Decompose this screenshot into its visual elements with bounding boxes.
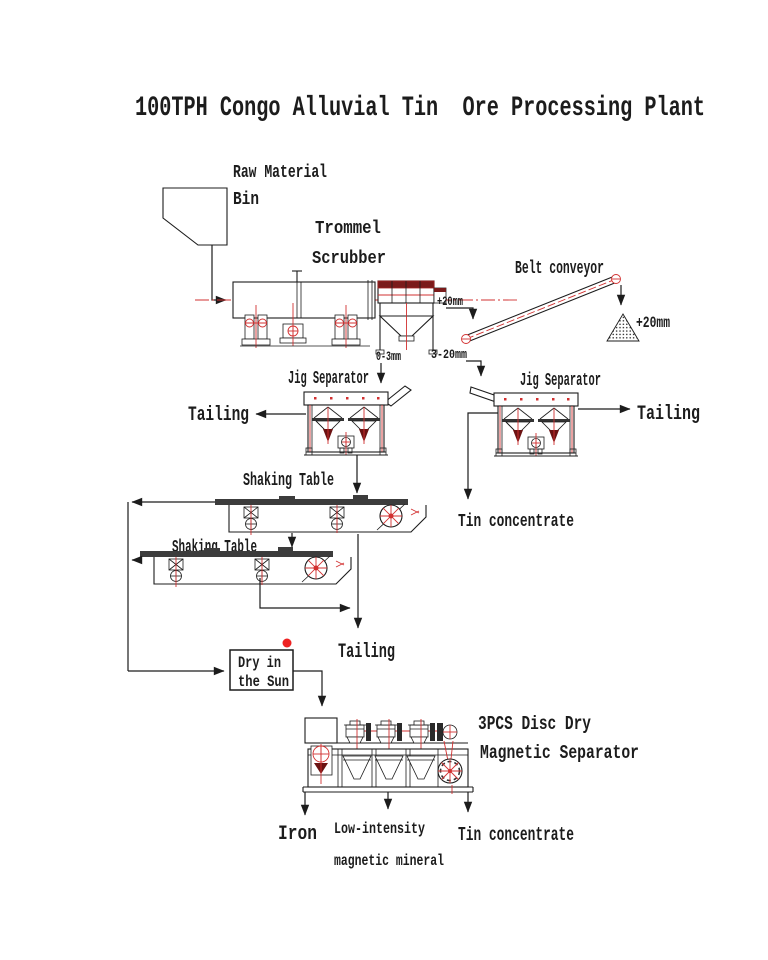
3-20mm-label: 3-20mm [431,347,467,362]
magsep-label-2: Magnetic Separator [480,742,639,764]
tin-concentrate-final-label: Tin concentrate [458,824,574,846]
raw-material-label-1: Raw Material [233,163,327,183]
stream-plus20mm-to-conveyor: +20mm [437,294,478,320]
output-tin-concentrate: Tin concentrate [458,792,574,846]
dry-in-the-sun-box: Dry in the Sun [229,638,327,707]
trommel-drive [279,303,307,346]
shaking-table-1: Shaking Table [131,471,427,629]
dry-label-2: the Sun [238,673,289,691]
red-indicator-dot [282,638,292,648]
trommel-label-1: Trommel [315,219,381,239]
jig-right-label: Jig Separator [520,371,601,391]
stream-3-20mm: 3-20mm [431,347,486,377]
stream-0-3mm: 0-3mm [376,349,401,384]
trommel-roller-right [331,305,361,348]
disc-unit-2 [375,719,402,780]
trommel-screen [375,280,447,355]
flow-concentrate-collection [127,502,225,676]
shaking-table-2: Shaking Table [131,538,352,613]
left-wheel-unit [310,744,333,784]
belt-conveyor-label: Belt conveyor [515,259,604,279]
tin-concentrate-jig-label: Tin concentrate [458,512,574,532]
shaking-table-1-label: Shaking Table [243,471,334,491]
trommel-scrubber: Trommel Scrubber [195,219,520,355]
drive-wheel [437,740,463,784]
stockpile-label: +20mm [636,314,670,332]
magsep-label-1: 3PCS Disc Dry [478,713,591,735]
jig-separator-right: Jig Separator Tailing Tin concentrate [458,371,700,532]
tailing-right-label: Tailing [637,403,700,426]
diagram-title: 100TPH Congo Alluvial Tin Ore Processing… [135,93,705,124]
output-low-intensity: Low-intensity magnetic mineral [334,792,444,870]
0-3mm-label: 0-3mm [376,349,401,364]
tailing-left-label: Tailing [188,404,249,427]
jig-separator-left: Jig Separator Tailing [188,369,412,494]
jig-left-chute [384,385,412,407]
trommel-roller-left [241,305,271,348]
iron-label: Iron [278,823,317,846]
trommel-label-2: Scrubber [312,249,386,269]
low-intensity-label-1: Low-intensity [334,820,425,838]
belt-conveyor: Belt conveyor [461,259,621,344]
jig-left-label: Jig Separator [288,369,369,389]
stockpile [606,313,640,342]
magnetic-separator: 3PCS Disc Dry Magnetic Separator [302,713,639,794]
raw-material-label-2: Bin [233,190,259,210]
low-intensity-label-2: magnetic mineral [334,852,444,870]
dry-label-1: Dry in [238,654,281,672]
tailing-tables-label: Tailing [338,641,395,664]
stream-conveyor-to-stockpile: +20mm [606,285,670,342]
plus20mm-label: +20mm [437,294,463,309]
raw-material-bin: Raw Material Bin [162,163,327,246]
disc-unit-1 [344,719,371,780]
output-iron: Iron [278,792,317,846]
